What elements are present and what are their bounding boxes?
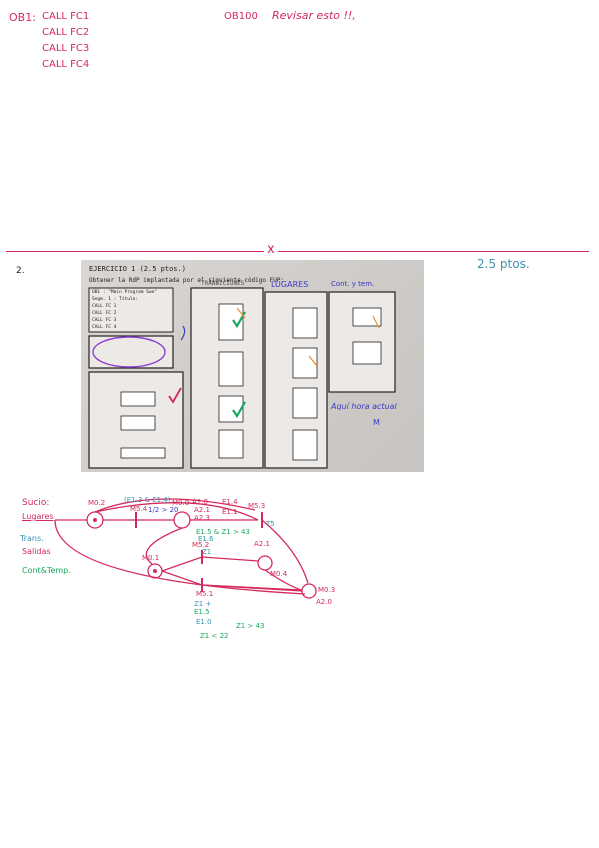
place-m0-3 xyxy=(301,583,317,599)
cond-e15: E1.5 xyxy=(194,608,210,616)
ob1-line-1: Segm. 1 : Título: xyxy=(92,297,139,302)
cond-z1-lt-22: Z1 < 22 xyxy=(200,632,229,640)
ob1-line-0: OB1 : "Main Program Swe" xyxy=(92,290,158,295)
legend-cont-temp: Cont&Temp. xyxy=(22,566,71,575)
legend-sucio: Sucio: xyxy=(22,498,50,508)
label-place-m0-3: M0.3 xyxy=(318,586,336,594)
ob1-line-2: CALL FC 1 xyxy=(92,304,117,309)
label-out-a2-0b: A2.0 xyxy=(316,598,332,606)
header-cont-tem: Cont. y tem. xyxy=(331,280,375,288)
label-out-a2-1: A2.1 xyxy=(194,506,210,514)
divider-mark: x xyxy=(264,242,278,257)
call-fc2: CALL FC2 xyxy=(42,27,90,38)
exercise-title: EJERCICIO 1 (2.5 ptos.) xyxy=(89,265,186,273)
cond-e10: E1.0 xyxy=(196,618,212,626)
cond-z1-gt-43: Z1 > 43 xyxy=(236,622,265,630)
question-number: 2. xyxy=(16,266,25,276)
cond-e16: E1.6 xyxy=(198,535,214,543)
place-m0-0 xyxy=(173,511,191,529)
cond-z1: Z1 xyxy=(202,548,212,556)
label-trans-m5-3: M5.3 xyxy=(248,502,266,510)
ob100-label: OB100 xyxy=(224,11,258,22)
ob1-label: OB1: xyxy=(9,11,36,24)
ob1-line-3: CALL FC 2 xyxy=(92,311,117,316)
question-points: 2.5 ptos. xyxy=(477,257,530,271)
section-divider xyxy=(6,251,589,252)
cond-half-gt-20: 1/2 > 20 xyxy=(148,506,179,514)
petri-net xyxy=(54,498,317,599)
call-fc4: CALL FC4 xyxy=(42,59,90,70)
label-place-m0-1: M0.1 xyxy=(142,554,160,562)
header-lugares: LUGARES xyxy=(271,280,309,289)
header-transiciones: TRANSICIONES xyxy=(201,280,245,287)
cond-t5: T5 xyxy=(266,520,275,528)
label-out-a2-0: A2.0 xyxy=(192,498,208,506)
label-trans-m5-2: M5.2 xyxy=(192,541,210,549)
exam-photo-drawing xyxy=(88,287,396,469)
label-place-m0-0: M0.0 xyxy=(172,499,190,507)
label-place-m0-2: M0.2 xyxy=(88,499,106,507)
legend-lugares: Lugares xyxy=(22,512,54,521)
ob1-line-4: CALL FC 3 xyxy=(92,318,117,323)
cond-e15-z1-gt-43: E1.5 & Z1 > 43 xyxy=(196,528,250,536)
ob100-note: Revisar esto !!, xyxy=(272,9,356,22)
label-trans-m5-1: M5.1 xyxy=(196,590,214,598)
label-place-m0-4: M0.4 xyxy=(270,570,288,578)
cond-z1-plus: Z1 + xyxy=(194,600,212,608)
cond-e13-e14: (E1.3 & E1.4) xyxy=(124,496,171,504)
exam-photo: EJERCICIO 1 (2.5 ptos.) Obtener la RdP i… xyxy=(81,260,424,472)
cond-e14: E1.4 xyxy=(222,498,238,506)
call-fc1: CALL FC1 xyxy=(42,11,90,22)
label-out-a2-1b: A2.1 xyxy=(254,540,270,548)
ob1-line-5: CALL FC 4 xyxy=(92,325,117,330)
place-m0-4 xyxy=(257,555,273,571)
annotation-hora: Aquí hora actual xyxy=(331,402,397,411)
exercise-instruction: Obtener la RdP implantada por el siguien… xyxy=(89,277,285,284)
cond-e11: E1.1 xyxy=(222,508,238,516)
annotation-m: M xyxy=(373,418,380,427)
legend-salidas: Salidas xyxy=(22,547,51,556)
call-fc3: CALL FC3 xyxy=(42,43,90,54)
label-out-a2-3: A2.3 xyxy=(194,514,210,522)
label-trans-m5-4: M5.4 xyxy=(130,505,148,513)
legend-trans: Trans. xyxy=(20,534,44,543)
